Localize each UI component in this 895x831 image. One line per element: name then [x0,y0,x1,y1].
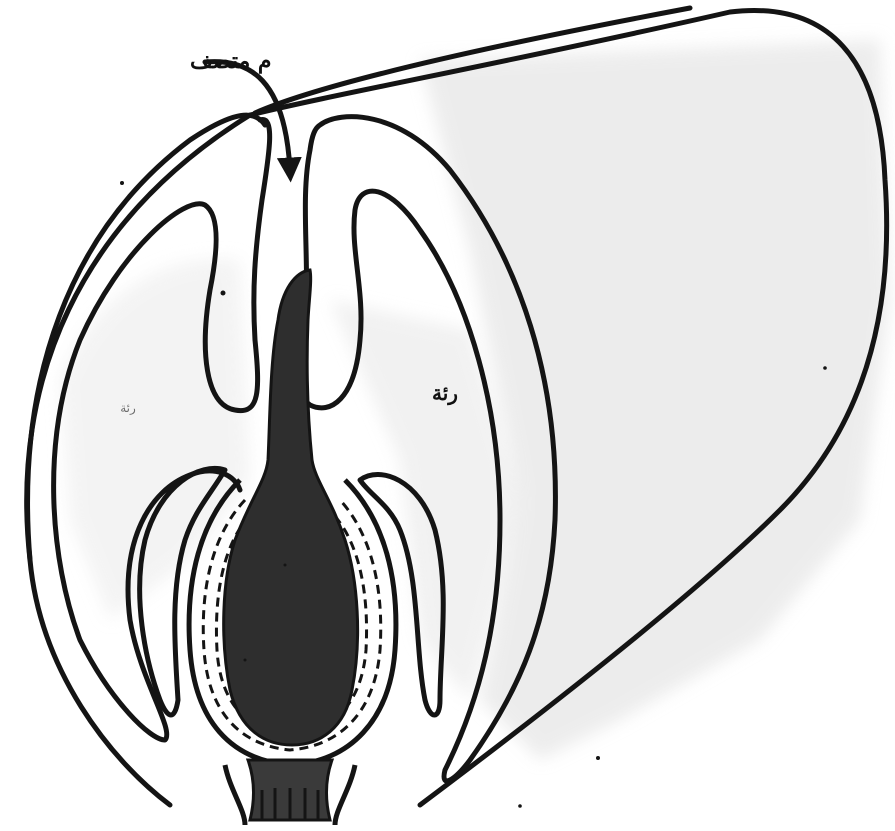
right-chamber-label: رئة [432,381,458,406]
bottom-right-curve [335,765,355,825]
background-wash [60,40,890,760]
central-body [224,270,358,745]
bottom-left-curve [225,765,245,825]
arrow-label: م متصف [190,48,272,74]
stem-base [248,760,332,820]
left-chamber-label: رئة [120,401,136,415]
